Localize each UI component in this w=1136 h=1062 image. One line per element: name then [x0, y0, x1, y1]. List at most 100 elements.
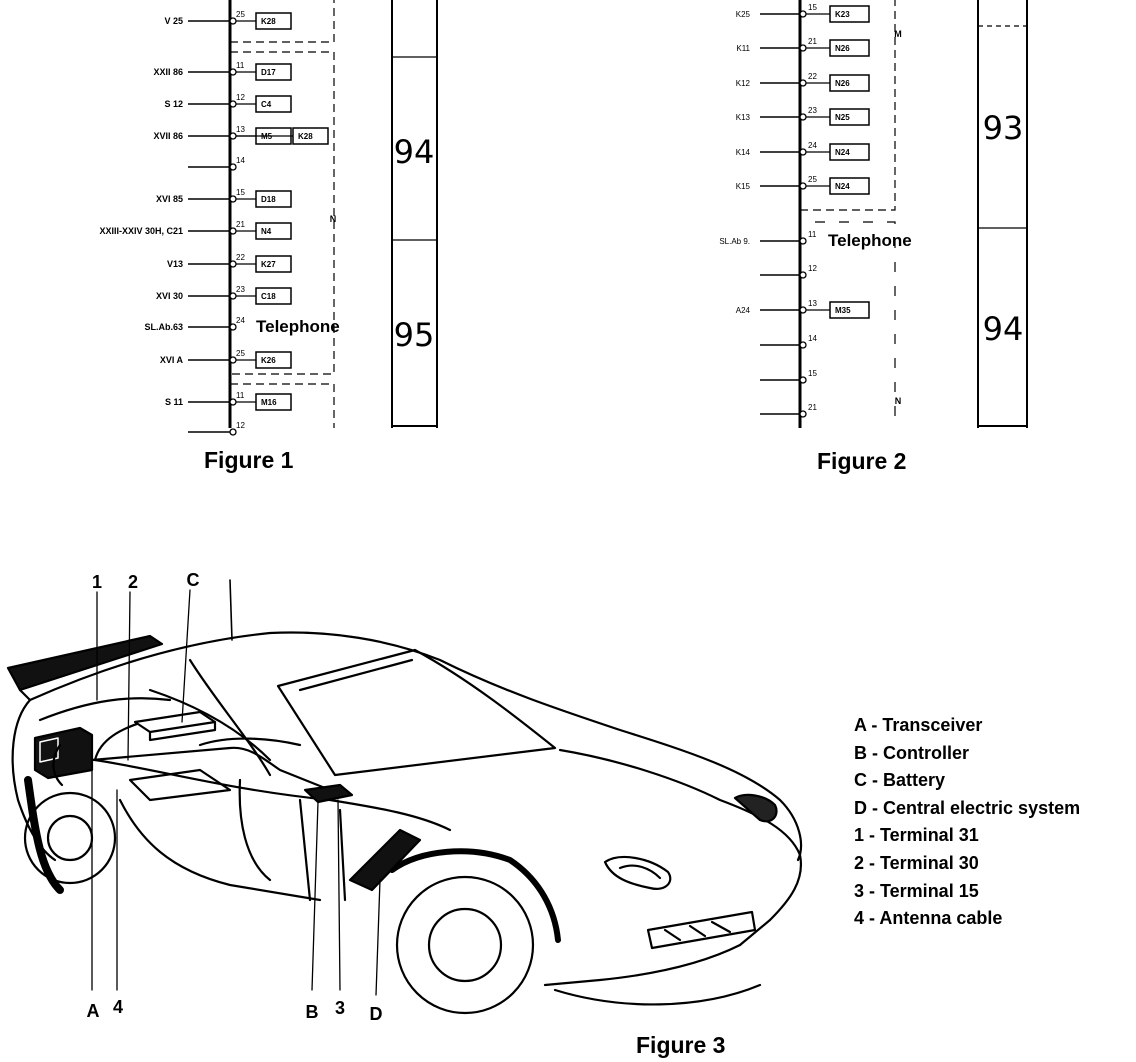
component-box	[829, 177, 870, 195]
terminal-number: 11	[808, 230, 817, 239]
terminal-number: 21	[236, 220, 245, 229]
component-label: K27	[261, 260, 276, 269]
car-illustration	[6, 579, 803, 1015]
component-label: D17	[261, 68, 276, 77]
terminal-node	[799, 10, 807, 18]
component-box	[255, 393, 292, 411]
component-box	[829, 143, 870, 161]
terminal-node	[799, 113, 807, 121]
terminal-node	[799, 44, 807, 52]
terminal-number: 22	[236, 253, 245, 262]
component-label: N24	[835, 148, 850, 157]
headlight-pod-right	[733, 793, 778, 823]
signal-label: K12	[736, 79, 751, 88]
component-box	[255, 190, 292, 208]
headlight-pod-left	[603, 855, 672, 890]
signal-label: V 25	[164, 16, 183, 26]
terminal-number: 13	[808, 299, 817, 308]
front-wheel	[395, 875, 535, 1015]
transceiver-unit	[33, 726, 94, 780]
component-label: C4	[261, 100, 272, 109]
telephone-label: Telephone	[256, 317, 340, 336]
group-label: N	[895, 396, 902, 406]
rear-wheel	[23, 791, 117, 885]
terminal-number: 24	[236, 316, 245, 325]
component-box	[829, 301, 870, 319]
front-bumper-lights	[646, 910, 757, 950]
component-box	[255, 287, 292, 305]
component-label: D18	[261, 195, 276, 204]
terminal-number: 24	[808, 141, 817, 150]
terminal-number: 12	[808, 264, 817, 273]
terminal-number: 23	[236, 285, 245, 294]
signal-label: S 11	[165, 397, 183, 407]
terminal-number: 25	[808, 175, 817, 184]
terminal-number: 11	[236, 61, 245, 70]
callout-label: 1	[92, 572, 102, 592]
callout-label: C	[187, 570, 200, 590]
terminal-number: 14	[236, 156, 245, 165]
component-label: M35	[835, 306, 851, 315]
signal-label: XVII 86	[153, 131, 183, 141]
group-frame	[230, 383, 335, 428]
terminal-number: 12	[236, 93, 245, 102]
terminal-number: 15	[808, 369, 817, 378]
terminal-node	[229, 163, 237, 171]
terminal-number: 21	[808, 37, 817, 46]
page-number: 95	[394, 316, 435, 354]
terminal-node	[799, 148, 807, 156]
terminal-number: 25	[236, 349, 245, 358]
antenna	[229, 579, 233, 641]
component-box	[255, 255, 292, 273]
legend-item: 3 - Terminal 15	[854, 880, 979, 901]
component-label: N24	[835, 182, 850, 191]
group-frame	[230, 51, 335, 375]
signal-label: A24	[736, 306, 751, 315]
callout-label: 3	[335, 998, 345, 1018]
legend-item: D - Central electric system	[854, 797, 1081, 818]
component-box	[255, 12, 292, 30]
signal-label: K13	[736, 113, 751, 122]
signal-label: K11	[736, 44, 750, 53]
component-box	[829, 5, 870, 23]
legend-item: 1 - Terminal 31	[854, 825, 979, 846]
terminal-number: 25	[236, 10, 245, 19]
terminal-node	[799, 306, 807, 314]
legend-item: B - Controller	[854, 742, 969, 763]
terminal-node	[799, 271, 807, 279]
terminal-number: 21	[808, 403, 817, 412]
component-box	[829, 108, 870, 126]
component-label: N26	[835, 79, 850, 88]
callout-label: 4	[113, 997, 123, 1017]
legend-item: 2 - Terminal 30	[854, 852, 979, 873]
component-box	[255, 222, 292, 240]
rear-spoiler	[6, 634, 164, 692]
callout-label: D	[370, 1004, 383, 1024]
controller-unit	[303, 783, 354, 804]
group-frame	[815, 221, 896, 428]
component-label: K26	[261, 356, 276, 365]
component-box	[829, 39, 870, 57]
component-label: K28	[298, 132, 313, 141]
signal-label: XVI 85	[156, 194, 183, 204]
signal-label: XVI 30	[156, 291, 183, 301]
signal-label: XVI A	[160, 355, 184, 365]
terminal-node	[799, 237, 807, 245]
callout-label: B	[306, 1002, 319, 1022]
component-label: N4	[261, 227, 272, 236]
component-label: M16	[261, 398, 277, 407]
component-label: C18	[261, 292, 276, 301]
terminal-number: 15	[236, 188, 245, 197]
group-frame	[230, 0, 335, 43]
terminal-number: 23	[808, 106, 817, 115]
battery-unit	[133, 710, 217, 734]
signal-label: XXIII-XXIV 30H, C21	[99, 226, 183, 236]
page-panel	[391, 0, 438, 428]
terminal-node	[799, 182, 807, 190]
component-box	[255, 351, 292, 369]
signal-label: V13	[167, 259, 183, 269]
terminal-node	[799, 410, 807, 418]
signal-label: SL.Ab.63	[144, 322, 183, 332]
